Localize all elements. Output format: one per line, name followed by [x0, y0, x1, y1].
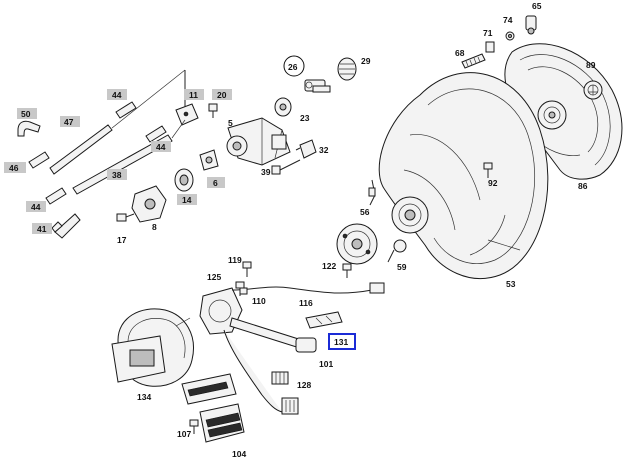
bolt-part-59[interactable] [387, 239, 407, 263]
bushing-part-6[interactable] [199, 149, 219, 171]
screw-part-17[interactable] [116, 213, 135, 222]
label-38: 38 [112, 170, 122, 180]
label-8: 8 [152, 222, 157, 232]
label-box-44c [26, 201, 46, 212]
screw-part-110[interactable] [239, 287, 248, 295]
ignition-switch-part-5[interactable] [226, 117, 291, 166]
label-box-11 [184, 89, 204, 100]
label-box-20 [212, 89, 232, 100]
connector-block-part-104[interactable] [181, 373, 245, 443]
label-41: 41 [37, 224, 47, 234]
label-box-41 [32, 223, 52, 234]
clock-spring-part-134[interactable] [111, 308, 194, 387]
clip-part-74[interactable] [505, 31, 515, 41]
label-44c: 44 [31, 202, 41, 212]
screw-part-20[interactable] [208, 103, 218, 118]
combination-switch-part-101[interactable] [199, 287, 317, 413]
highlight-box-131[interactable] [328, 333, 356, 350]
clip-part-131[interactable] [305, 311, 343, 329]
connector-part-128[interactable] [271, 371, 289, 385]
label-92: 92 [488, 178, 498, 188]
label-23: 23 [300, 113, 310, 123]
cable-part-116[interactable] [231, 282, 385, 294]
elbow-part-50[interactable] [17, 120, 41, 137]
label-17: 17 [117, 235, 127, 245]
screw-part-107[interactable] [189, 419, 199, 434]
label-32: 32 [319, 145, 329, 155]
label-119: 119 [228, 255, 242, 265]
label-101: 101 [319, 359, 333, 369]
screw-part-122[interactable] [342, 263, 352, 278]
label-46: 46 [9, 163, 19, 173]
key-part-26[interactable] [304, 79, 331, 93]
label-56: 56 [360, 207, 370, 217]
label-122: 122 [322, 261, 336, 271]
label-box-14 [177, 194, 197, 205]
label-47: 47 [64, 117, 74, 127]
sleeve-part-44b[interactable] [145, 125, 167, 143]
label-box-38 [107, 169, 127, 180]
rod-part-38[interactable] [72, 134, 173, 195]
lock-cylinder-part-29[interactable] [337, 57, 357, 81]
clip-part-71[interactable] [485, 41, 495, 53]
sleeve-part-46[interactable] [28, 151, 50, 169]
label-125: 125 [207, 272, 221, 282]
steering-wheel-part-53[interactable] [378, 72, 549, 280]
label-39: 39 [261, 167, 271, 177]
label-26: 26 [288, 62, 298, 72]
bushing-part-14[interactable] [174, 168, 194, 192]
label-116: 116 [299, 298, 313, 308]
screw-part-68[interactable] [461, 53, 486, 69]
label-86: 86 [578, 181, 588, 191]
label-20: 20 [217, 90, 227, 100]
label-box-46 [4, 162, 26, 173]
label-68: 68 [455, 48, 465, 58]
sleeve-part-44a[interactable] [115, 101, 137, 119]
holder-part-8[interactable] [131, 185, 167, 223]
label-box-6 [207, 177, 225, 188]
label-74: 74 [503, 15, 513, 25]
lock-part-23[interactable] [274, 97, 292, 117]
label-5: 5 [228, 118, 233, 128]
hub-part-56[interactable] [336, 179, 378, 265]
label-14: 14 [182, 195, 192, 205]
label-50: 50 [21, 109, 31, 119]
label-box-44b [151, 141, 171, 152]
label-131: 131 [334, 337, 348, 347]
clip-part-32[interactable] [295, 139, 317, 159]
label-89: 89 [586, 60, 596, 70]
plug-part-unlabeled[interactable] [281, 397, 299, 415]
label-59: 59 [397, 262, 407, 272]
pin-part-65[interactable] [525, 15, 537, 35]
rod-part-47[interactable] [49, 124, 113, 175]
horn-emblem-part-89[interactable] [583, 80, 603, 100]
label-11: 11 [189, 90, 198, 100]
label-134: 134 [137, 392, 151, 402]
label-box-44a [107, 89, 127, 100]
label-53: 53 [506, 279, 516, 289]
screw-part-119[interactable] [242, 261, 252, 277]
label-circle-26 [283, 55, 305, 77]
elbow-part-41[interactable] [51, 213, 81, 239]
label-box-50 [17, 108, 37, 119]
label-104: 104 [232, 449, 246, 459]
label-110: 110 [252, 296, 266, 306]
label-box-47 [60, 116, 80, 127]
label-65: 65 [532, 1, 542, 11]
connector-line-rod [111, 69, 186, 139]
label-128: 128 [297, 380, 311, 390]
label-44b: 44 [156, 142, 166, 152]
label-71: 71 [483, 28, 493, 38]
sleeve-part-44c[interactable] [45, 187, 67, 205]
label-29: 29 [361, 56, 371, 66]
label-6: 6 [213, 178, 218, 188]
label-107: 107 [177, 429, 191, 439]
label-44a: 44 [112, 90, 122, 100]
screw-part-92[interactable] [483, 162, 493, 178]
bolt-part-39[interactable] [271, 159, 301, 175]
